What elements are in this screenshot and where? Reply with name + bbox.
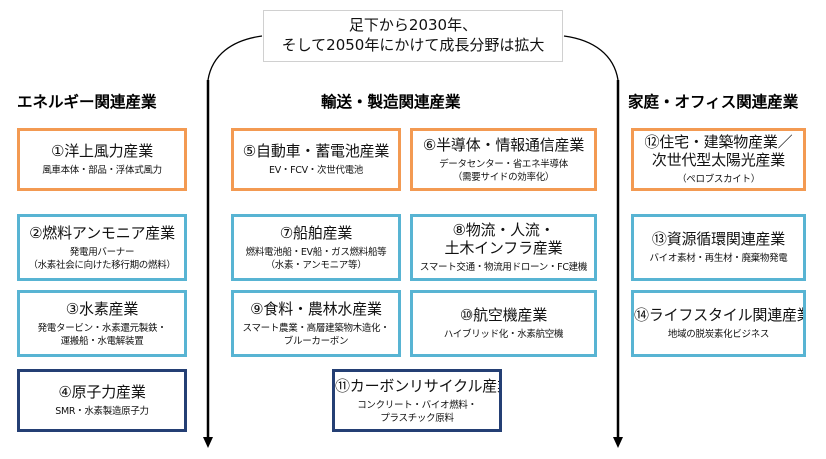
industry-card-7: ⑦船舶産業燃料電池船・EV船・ガス燃料船等 （水素・アンモニア等）: [231, 214, 401, 281]
column-title-home: 家庭・オフィス関連産業: [628, 93, 799, 111]
industry-description: （需要サイドの効率化）: [452, 172, 555, 183]
industry-description: ハイブリッド化・水素航空機: [443, 329, 564, 340]
industry-title: ⑥半導体・情報通信産業: [422, 136, 585, 154]
industry-card-12: ⑫住宅・建築物産業／次世代型太陽光産業 （ペロブスカイト）: [631, 128, 806, 191]
industry-description: プラスチック原料: [380, 413, 454, 424]
industry-title: ⑨食料・農林水産業: [250, 300, 382, 318]
industry-title: ⑭ライフスタイル関連産業: [634, 306, 806, 324]
industry-title: 次世代型太陽光産業: [651, 151, 786, 169]
banner-connector-right: [563, 35, 619, 81]
industry-card-13: ⑬資源循環関連産業バイオ素材・再生材・廃棄物発電: [631, 214, 806, 281]
banner-line-2: そして2050年にかけて成長分野は拡大: [281, 36, 545, 54]
industry-card-2: ②燃料アンモニア産業発電用バーナー （水素社会に向けた移行期の燃料）: [17, 214, 187, 281]
industry-description: （水素・アンモニア等）: [265, 260, 367, 271]
industry-title: ⑧物流・人流・: [452, 221, 555, 239]
industry-description: 地域の脱炭素化ビジネス: [667, 329, 770, 340]
industry-description: SMR・水素製造原子力: [55, 406, 149, 417]
column-title-transport: 輸送・製造関連産業: [321, 93, 461, 111]
industry-card-11: ⑪カーボンリサイクル産業コンクリート・バイオ燃料・プラスチック原料: [332, 369, 502, 432]
industry-title: ③水素産業: [65, 300, 139, 318]
industry-title: ⑤自動車・蓄電池産業: [242, 142, 390, 160]
industry-card-3: ③水素産業発電タービン・水素還元製鉄・運搬船・水電解装置: [17, 290, 187, 357]
industry-card-10: ⑩航空機産業ハイブリッド化・水素航空機: [410, 290, 597, 357]
industry-title: 土木インフラ産業: [444, 239, 563, 257]
banner-connector-left: [207, 35, 263, 81]
industry-description: （水素社会に向けた移行期の燃料）: [28, 260, 176, 271]
growth-banner: 足下から2030年、 そして2050年にかけて成長分野は拡大: [263, 10, 563, 62]
industry-card-6: ⑥半導体・情報通信産業データセンター・省エネ半導体 （需要サイドの効率化）: [410, 128, 597, 191]
column-title-energy: エネルギー関連産業: [17, 93, 157, 111]
industry-description: スマート交通・物流用ドローン・FC建機: [419, 262, 588, 273]
industry-title: ⑩航空機産業: [459, 306, 548, 324]
divider-arrow-left-head: [203, 437, 213, 448]
industry-title: ⑪カーボンリサイクル産業: [335, 377, 502, 395]
industry-description: 燃料電池船・EV船・ガス燃料船等: [245, 247, 387, 258]
industry-description: （ペロブスカイト）: [677, 174, 760, 185]
industry-title: ⑦船舶産業: [279, 224, 353, 242]
industry-description: 発電用バーナー: [69, 247, 135, 258]
industry-description: 発電タービン・水素還元製鉄・: [37, 323, 167, 334]
banner-line-1: 足下から2030年、: [348, 16, 478, 34]
industry-description: 風車本体・部品・浮体式風力: [42, 165, 162, 176]
industry-description: 運搬船・水電解装置: [60, 336, 144, 347]
industry-title: ⑫住宅・建築物産業／: [644, 133, 793, 151]
industry-description: EV・FCV・次世代電池: [269, 165, 363, 176]
industry-description: バイオ素材・再生材・廃棄物発電: [649, 253, 788, 264]
industry-description: ブルーカーボン: [283, 336, 349, 347]
industry-description: コンクリート・バイオ燃料・: [357, 400, 477, 411]
industry-card-8: ⑧物流・人流・土木インフラ産業スマート交通・物流用ドローン・FC建機: [410, 214, 597, 281]
divider-arrow-right-head: [613, 437, 623, 448]
industry-card-4: ④原子力産業 SMR・水素製造原子力: [17, 369, 187, 432]
industry-description: データセンター・省エネ半導体: [439, 159, 568, 170]
industry-title: ④原子力産業: [58, 383, 146, 401]
industry-card-5: ⑤自動車・蓄電池産業 EV・FCV・次世代電池: [231, 128, 401, 191]
industry-title: ⑬資源循環関連産業: [651, 230, 786, 248]
industry-description: スマート農業・高層建築物木造化・: [242, 323, 390, 334]
industry-card-14: ⑭ライフスタイル関連産業地域の脱炭素化ビジネス: [631, 290, 806, 357]
industry-card-9: ⑨食料・農林水産業スマート農業・高層建築物木造化・ブルーカーボン: [231, 290, 401, 357]
industry-title: ②燃料アンモニア産業: [29, 224, 175, 242]
industry-title: ①洋上風力産業: [50, 142, 154, 160]
industry-card-1: ①洋上風力産業風車本体・部品・浮体式風力: [17, 128, 187, 191]
